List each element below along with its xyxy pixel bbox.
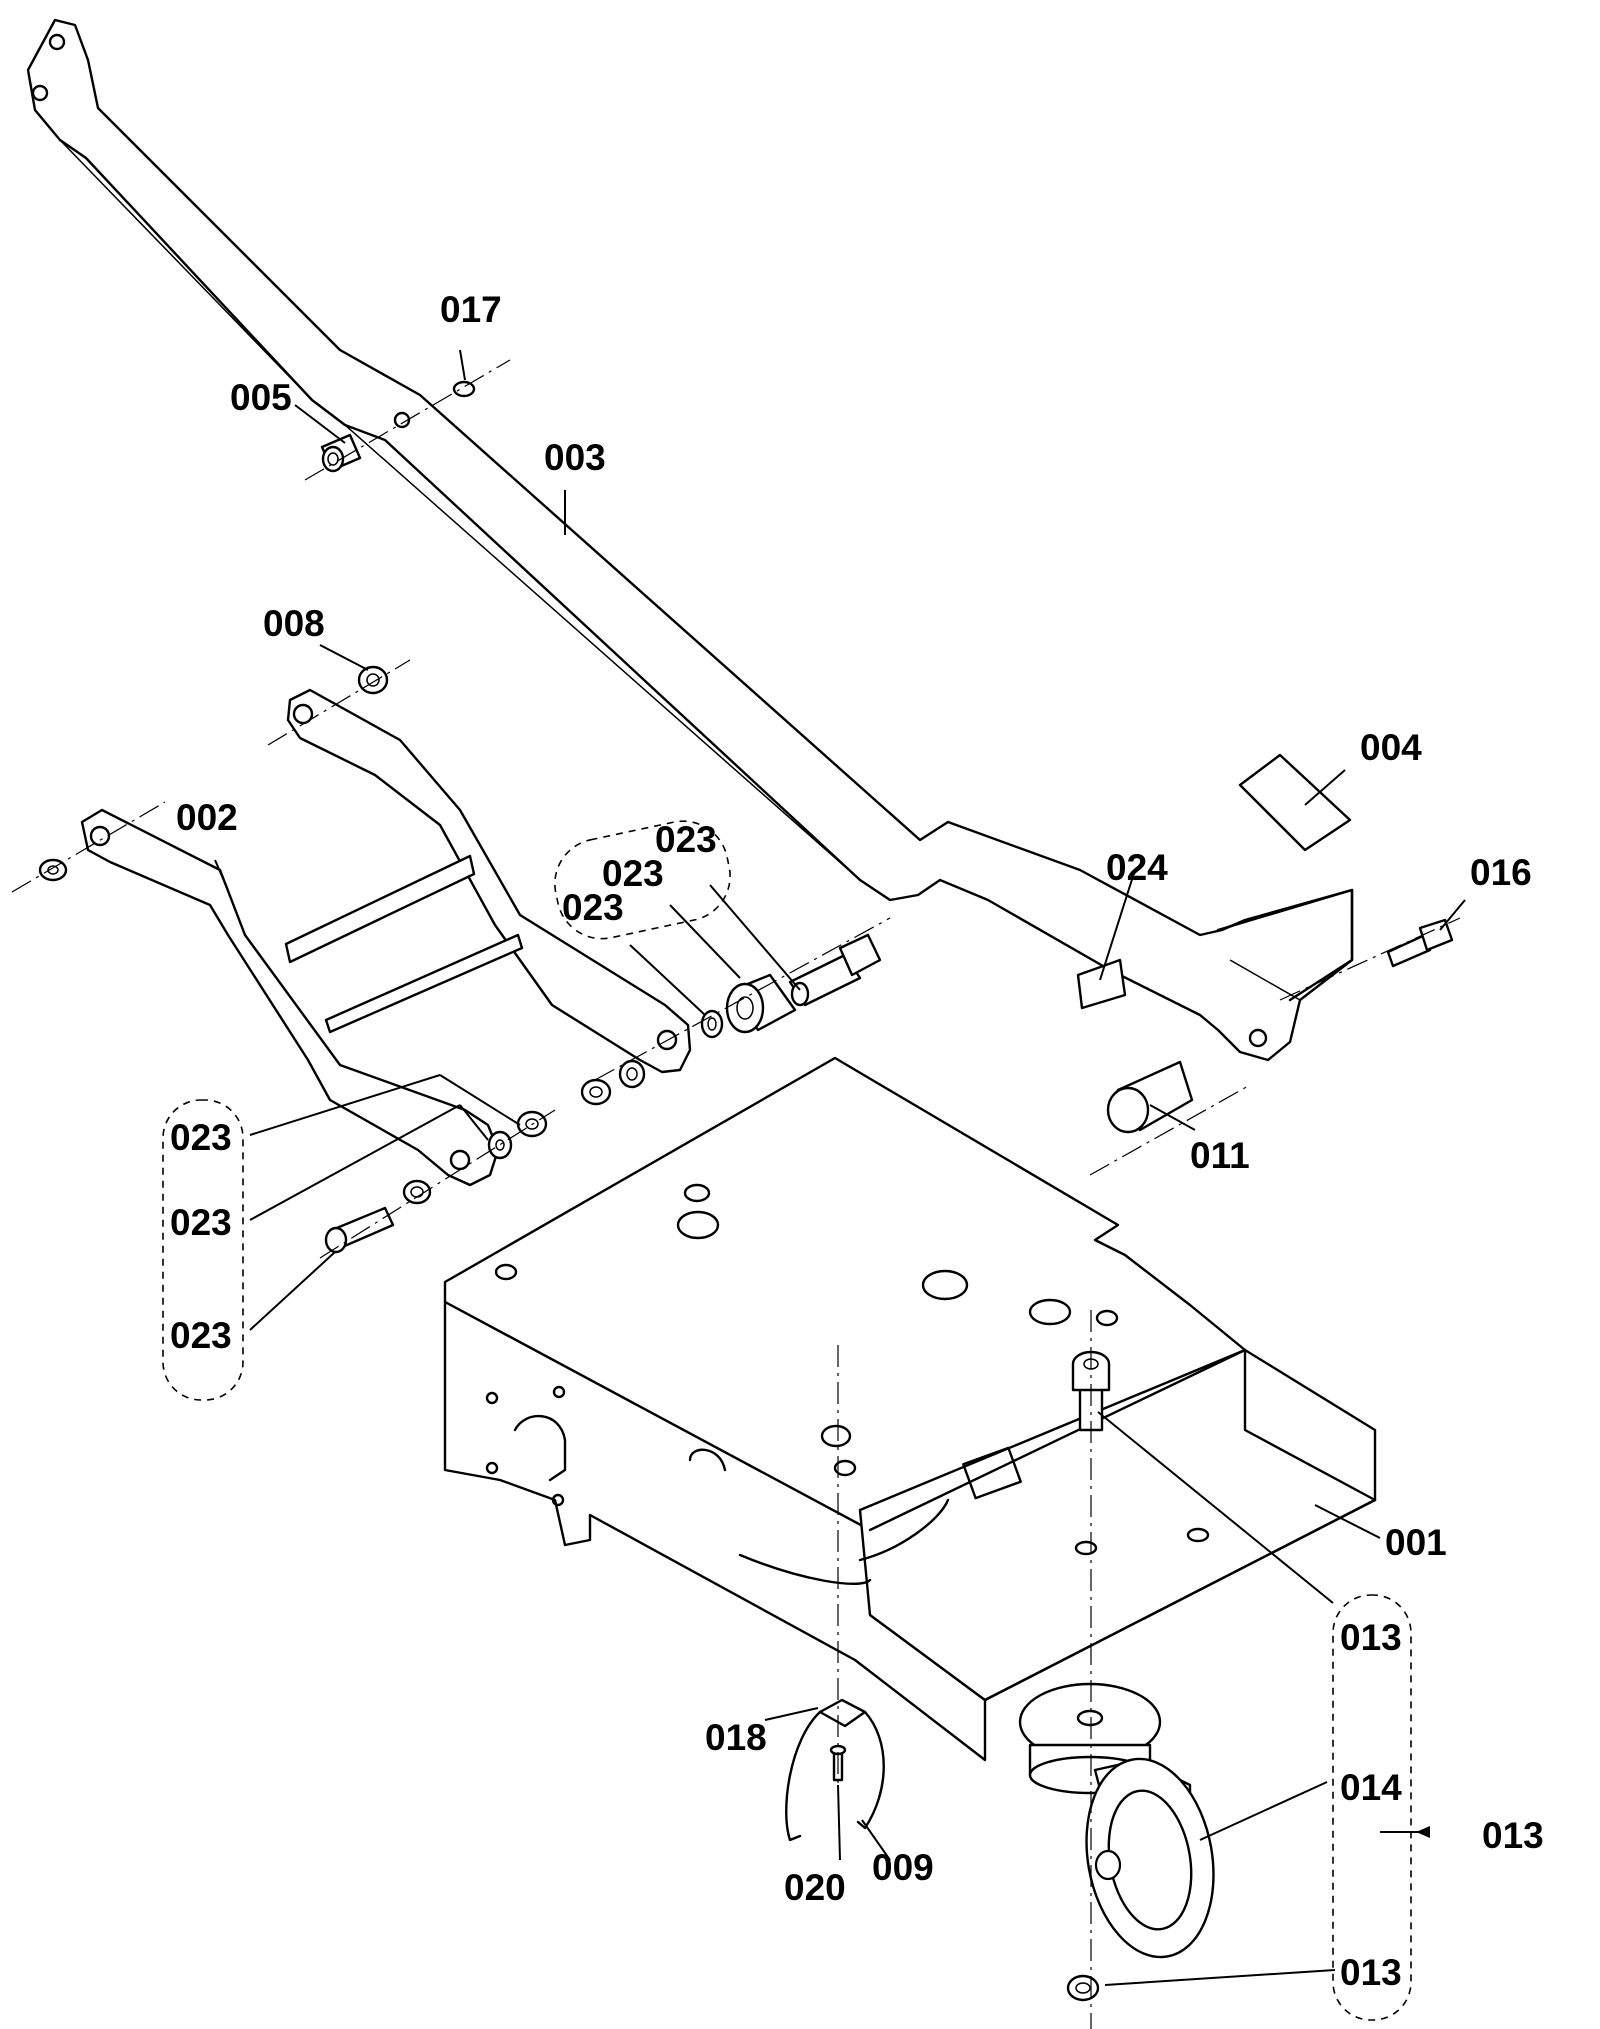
callout-003: 003	[544, 437, 606, 478]
callout-020: 020	[784, 1867, 846, 1908]
group-outlines	[162, 820, 1412, 2021]
callout-014: 014	[1340, 1767, 1402, 1808]
hardware-nut-left	[38, 858, 68, 882]
hardware-023-washer-top	[700, 1009, 724, 1039]
hardware-008-nut	[357, 665, 389, 695]
callout-023-top-b: 023	[602, 853, 664, 894]
callout-023-top-c: 023	[562, 887, 624, 928]
center-lines	[11, 359, 1461, 2029]
pedal-pad-part-004	[1238, 753, 1352, 852]
callout-002: 002	[176, 797, 238, 838]
group-outline-013-caster	[1332, 1594, 1412, 2021]
callout-labels: 017 005 003 008 002 023 023 023 004 024 …	[170, 289, 1544, 1993]
hardware-023-spacer	[725, 973, 797, 1034]
callout-023-top-a: 023	[655, 819, 717, 860]
callout-023-left-c: 023	[170, 1315, 232, 1356]
callout-017: 017	[440, 289, 502, 330]
callout-013-b: 013	[1340, 1952, 1402, 1993]
base-frame-part-001	[443, 1056, 1377, 1762]
grip-part-011	[1106, 1060, 1194, 1134]
clip-part-018	[785, 1698, 885, 1842]
callout-013-a: 013	[1340, 1617, 1402, 1658]
group-outline-023-top	[554, 820, 731, 940]
lower-lever-part-002	[80, 688, 692, 1187]
handle-part-003	[26, 18, 1354, 1062]
callout-011: 011	[1190, 1135, 1250, 1176]
callout-023-left-b: 023	[170, 1202, 232, 1243]
label-part-024	[1076, 958, 1127, 1010]
callout-023-left-a: 023	[170, 1117, 232, 1158]
leader-lines	[214, 349, 1466, 1986]
caster-assembly-part-013	[1018, 1682, 1215, 2002]
callout-arrowhead	[1416, 1826, 1430, 1838]
callout-024: 024	[1106, 847, 1168, 888]
callout-018: 018	[705, 1717, 767, 1758]
callout-005: 005	[230, 377, 292, 418]
callout-016: 016	[1470, 852, 1532, 893]
hardware-017-washer	[452, 380, 476, 398]
callout-004: 004	[1360, 727, 1422, 768]
callout-001: 001	[1385, 1522, 1447, 1563]
callout-008: 008	[263, 603, 325, 644]
callout-009: 009	[872, 1847, 934, 1888]
hardware-023-pin	[788, 933, 882, 1007]
hardware-nut-mid	[580, 1059, 646, 1106]
hardware-023-left-stack	[324, 1110, 548, 1254]
callout-013-group: 013	[1482, 1815, 1544, 1856]
group-outline-023-left	[162, 1099, 244, 1401]
hardware-005-bushing	[320, 433, 362, 473]
hardware-016-bolt	[1386, 918, 1454, 968]
